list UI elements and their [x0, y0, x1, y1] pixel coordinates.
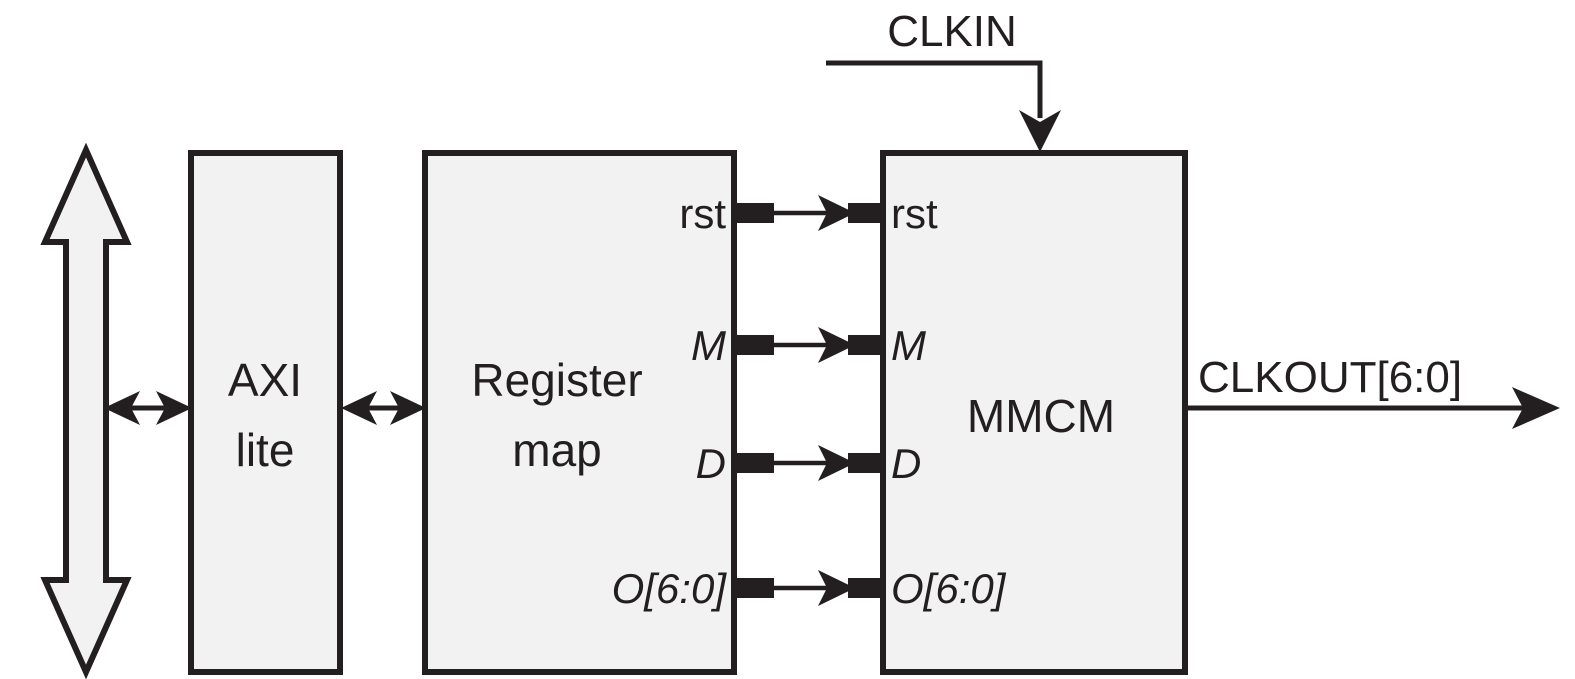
port-label-left-d: D — [696, 440, 726, 487]
axi-to-registermap-arrow — [341, 391, 426, 425]
block-label-register-map-line2: map — [512, 424, 601, 476]
block-label-mmcm: MMCM — [967, 390, 1115, 442]
clkout-wire — [1185, 387, 1560, 429]
external-bus-double-arrow — [40, 142, 132, 679]
port-label-left-m: M — [691, 322, 726, 369]
bus-to-axi-arrow — [104, 391, 192, 425]
block-label-axi-lite-line1: AXI — [228, 354, 302, 406]
port-connection-m — [736, 327, 883, 363]
port-label-right-m: M — [891, 322, 926, 369]
port-label-right-o: O[6:0] — [891, 565, 1007, 612]
signal-label-clkout: CLKOUT[6:0] — [1198, 353, 1462, 402]
port-label-left-rst: rst — [679, 190, 726, 237]
block-label-axi-lite-line2: lite — [236, 424, 295, 476]
port-connection-rst — [736, 195, 883, 231]
block-mmcm[interactable] — [880, 150, 1188, 675]
port-label-left-o: O[6:0] — [612, 565, 728, 612]
block-label-register-map-line1: Register — [471, 354, 642, 406]
clkin-wire — [826, 60, 1061, 152]
port-connection-o — [736, 570, 883, 606]
port-connection-d — [736, 445, 883, 481]
block-register-map[interactable] — [422, 150, 737, 675]
port-label-right-rst: rst — [891, 190, 938, 237]
block-axi-lite[interactable] — [188, 150, 343, 675]
signal-label-clkin: CLKIN — [887, 7, 1017, 56]
port-label-right-d: D — [891, 440, 921, 487]
